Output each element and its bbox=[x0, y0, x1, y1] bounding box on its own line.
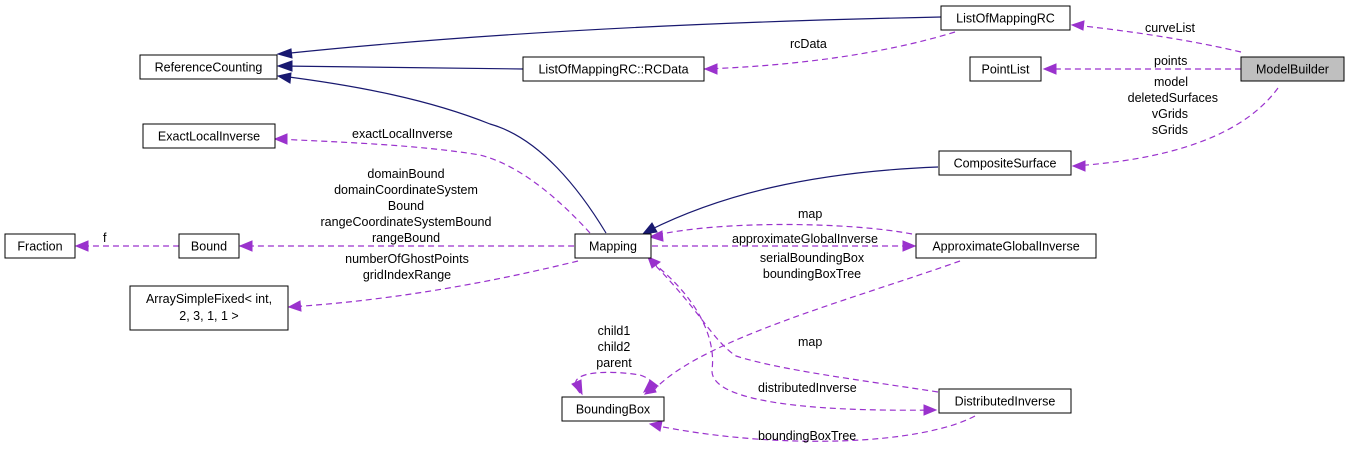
label-parent: parent bbox=[596, 356, 632, 370]
node-label: ExactLocalInverse bbox=[158, 130, 260, 144]
edge-mapping-arraysimplefixed bbox=[288, 260, 579, 308]
node-label: Bound bbox=[191, 240, 227, 254]
arrowhead-inherit-4 bbox=[641, 222, 658, 235]
node-listofmappingrc[interactable]: ListOfMappingRC bbox=[940, 5, 1071, 31]
node-fraction[interactable]: Fraction bbox=[4, 233, 76, 259]
edge-rcdata-to-referencecounting bbox=[280, 65, 524, 70]
label-serialboundingbox: serialBoundingBox bbox=[760, 251, 865, 265]
arrowhead-usage-rcdata bbox=[703, 63, 718, 75]
node-modelbuilder[interactable]: ModelBuilder bbox=[1240, 56, 1345, 82]
node-pointlist[interactable]: PointList bbox=[969, 56, 1042, 82]
edge-distributedinverse-mapping-map bbox=[649, 259, 939, 393]
arrowhead-inherit-1 bbox=[276, 48, 293, 59]
arrowhead-usage-map-lower bbox=[647, 256, 661, 269]
label-curvelist: curveList bbox=[1145, 21, 1196, 35]
edge-listofmappingrc-to-referencecounting bbox=[280, 16, 942, 55]
edge-mapping-exactlocalinverse bbox=[275, 138, 591, 234]
node-label: Fraction bbox=[17, 240, 62, 254]
label-domaincoordinatesystem: domainCoordinateSystem bbox=[334, 183, 478, 197]
arrowheads bbox=[74, 20, 1086, 432]
label-model: model bbox=[1154, 75, 1188, 89]
edge-distributedinverse-boundingbox bbox=[657, 415, 976, 442]
arrowhead-inherit-2 bbox=[276, 60, 293, 72]
arrowhead-usage-compositesurface bbox=[1071, 160, 1086, 172]
label-gridindexrange: gridIndexRange bbox=[363, 268, 451, 282]
node-compositesurface[interactable]: CompositeSurface bbox=[938, 150, 1072, 176]
label-child1: child1 bbox=[598, 324, 631, 338]
node-label: CompositeSurface bbox=[954, 157, 1057, 171]
node-label: ListOfMappingRC bbox=[956, 12, 1055, 26]
nodes: ReferenceCounting ListOfMappingRC ListOf… bbox=[4, 5, 1345, 422]
arrowhead-usage-boundingbox-self-a bbox=[571, 379, 583, 396]
arrowhead-usage-boundingbox-self-b bbox=[643, 381, 657, 395]
arrowhead-usage-bound bbox=[238, 240, 253, 252]
label-f: f bbox=[103, 231, 107, 245]
arrowhead-usage-distributedinverse bbox=[923, 404, 938, 416]
label-boundingboxtree-2: boundingBoxTree bbox=[758, 429, 856, 443]
node-approximateglobalinverse[interactable]: ApproximateGlobalInverse bbox=[915, 233, 1097, 259]
node-exactlocalinverse[interactable]: ExactLocalInverse bbox=[142, 123, 276, 149]
label-vgrids: vGrids bbox=[1152, 107, 1188, 121]
edge-boundingbox-self bbox=[574, 371, 654, 394]
label-map-lower: map bbox=[798, 335, 822, 349]
arrowhead-inherit-3 bbox=[276, 72, 292, 84]
node-label-line2: 2, 3, 1, 1 > bbox=[179, 309, 238, 323]
node-listofmappingrc-rcdata[interactable]: ListOfMappingRC::RCData bbox=[522, 56, 705, 82]
label-domainbound: domainBound bbox=[367, 167, 444, 181]
label-approximateglobalinverse: approximateGlobalInverse bbox=[732, 232, 878, 246]
node-label: Mapping bbox=[589, 240, 637, 254]
arrowhead-usage-arraysimplefixed bbox=[287, 300, 302, 312]
node-arraysimplefixed[interactable]: ArraySimpleFixed< int, 2, 3, 1, 1 > bbox=[129, 285, 289, 331]
label-rcdata: rcData bbox=[790, 37, 827, 51]
node-label: BoundingBox bbox=[576, 403, 651, 417]
edge-approxglobalinverse-mapping-map bbox=[651, 223, 913, 237]
edge-mapping-to-referencecounting bbox=[280, 75, 607, 234]
node-label-line1: ArraySimpleFixed< int, bbox=[146, 292, 272, 306]
label-boundingboxtree-1: boundingBoxTree bbox=[763, 267, 861, 281]
arrowhead-usage-map-top bbox=[648, 230, 664, 242]
node-label: ModelBuilder bbox=[1256, 63, 1329, 77]
node-referencecounting[interactable]: ReferenceCounting bbox=[139, 54, 278, 80]
label-numberofghostpoints: numberOfGhostPoints bbox=[345, 252, 469, 266]
node-boundingbox[interactable]: BoundingBox bbox=[561, 396, 665, 422]
label-bound: Bound bbox=[388, 199, 424, 213]
label-map-top: map bbox=[798, 207, 822, 221]
node-label: ReferenceCounting bbox=[155, 61, 263, 75]
inheritance-edges bbox=[280, 16, 942, 234]
node-label: PointList bbox=[982, 63, 1030, 77]
arrowhead-usage-approxglobalinverse bbox=[902, 240, 917, 252]
node-distributedinverse[interactable]: DistributedInverse bbox=[938, 388, 1072, 414]
node-label: ApproximateGlobalInverse bbox=[932, 240, 1079, 254]
arrowhead-usage-exactlocalinverse bbox=[273, 133, 288, 145]
label-points: points bbox=[1154, 54, 1187, 68]
label-rangecoordinatesystembound: rangeCoordinateSystemBound bbox=[321, 215, 492, 229]
usage-edges bbox=[77, 24, 1279, 442]
arrowhead-usage-fraction bbox=[74, 240, 89, 252]
node-label: ListOfMappingRC::RCData bbox=[538, 63, 688, 77]
edge-labels: curveList rcData points model deletedSur… bbox=[103, 21, 1218, 443]
label-deletedsurfaces: deletedSurfaces bbox=[1128, 91, 1218, 105]
edge-modelbuilder-compositesurface bbox=[1073, 87, 1279, 167]
node-bound[interactable]: Bound bbox=[178, 233, 240, 259]
edge-mapping-distributedinverse bbox=[651, 261, 936, 411]
edge-compositesurface-to-mapping bbox=[647, 166, 939, 232]
label-rangebound: rangeBound bbox=[372, 231, 440, 245]
label-child2: child2 bbox=[598, 340, 631, 354]
label-exactlocalinverse: exactLocalInverse bbox=[352, 127, 453, 141]
arrowhead-usage-boundingboxtree-2 bbox=[648, 420, 663, 432]
edge-listofmappingrc-rcdata bbox=[703, 31, 956, 70]
label-sgrids: sGrids bbox=[1152, 123, 1188, 137]
node-label: DistributedInverse bbox=[955, 395, 1056, 409]
label-distributedinverse: distributedInverse bbox=[758, 381, 857, 395]
edge-approxglobalinverse-boundingbox bbox=[653, 260, 961, 391]
arrowhead-usage-points bbox=[1042, 63, 1057, 75]
arrowhead-usage-curvelist bbox=[1070, 20, 1085, 31]
edge-modelbuilder-curvelist bbox=[1073, 24, 1242, 53]
node-mapping[interactable]: Mapping bbox=[574, 233, 652, 259]
